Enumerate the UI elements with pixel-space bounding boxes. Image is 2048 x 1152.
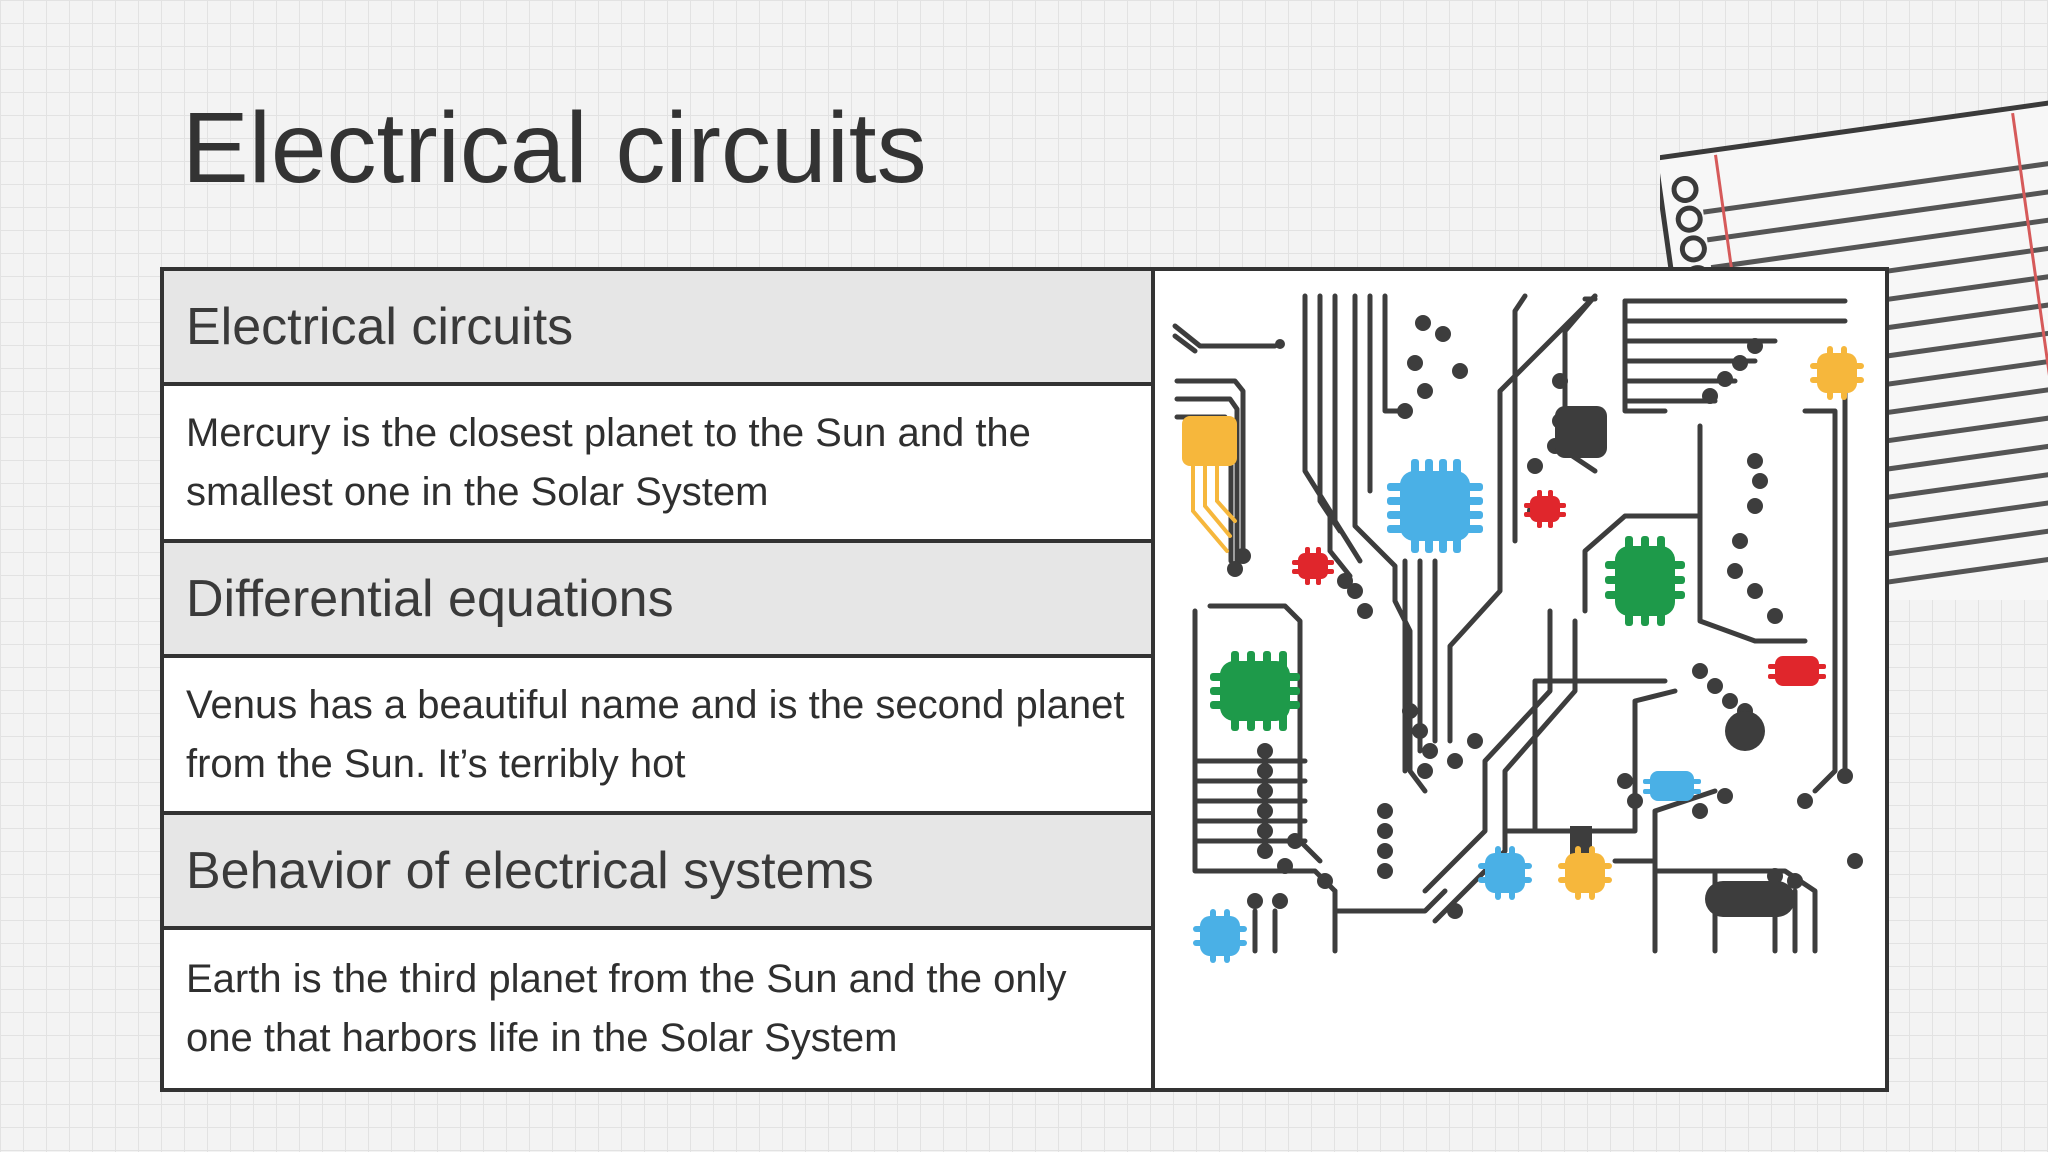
content-table: Electrical circuits Mercury is the close… <box>160 267 1889 1092</box>
row-2-heading: Differential equations <box>164 543 1151 659</box>
slide-title: Electrical circuits <box>182 92 927 204</box>
row-3-text: Earth is the third planet from the Sun a… <box>164 930 1151 1088</box>
circuit-illustration-panel <box>1155 271 1885 1088</box>
circuit-board-illustration <box>1172 293 1864 963</box>
row-1-heading: Electrical circuits <box>164 271 1151 387</box>
row-2-text: Venus has a beautiful name and is the se… <box>164 658 1151 815</box>
text-column: Electrical circuits Mercury is the close… <box>164 271 1155 1088</box>
row-1-text: Mercury is the closest planet to the Sun… <box>164 386 1151 543</box>
row-3-heading: Behavior of electrical systems <box>164 815 1151 931</box>
